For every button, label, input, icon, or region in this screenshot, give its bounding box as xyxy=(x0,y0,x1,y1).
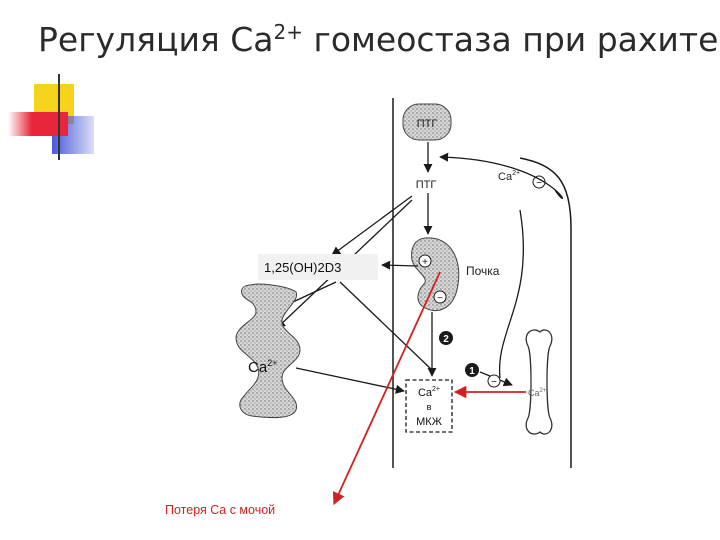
kidney-minus-sign: − xyxy=(437,293,443,304)
step-1-label: 1 xyxy=(469,366,475,377)
feedback-minus-sign: − xyxy=(536,178,542,189)
pth-to-vitamin-arrow xyxy=(331,195,413,256)
title-main: Регуляция Ca xyxy=(38,20,274,59)
vitamin-label: 1,25(OH)2D3 xyxy=(264,260,341,275)
bone-minus-circle xyxy=(487,374,501,388)
bone-ca-sup: 2+ xyxy=(540,388,547,394)
kidney-plus-sign: + xyxy=(422,257,428,268)
ecf-ca-text: Ca xyxy=(418,387,433,399)
pth-top-label: ПТГ xyxy=(417,118,438,130)
title-sup: 2+ xyxy=(273,20,304,44)
vessel-wall-right-top xyxy=(519,157,572,229)
ca-feedback-sup: 2+ xyxy=(512,170,520,177)
vitamin-label-bg xyxy=(258,254,378,280)
slide-title: Регуляция Ca2+ гомеостаза при рахите xyxy=(38,20,718,59)
kidney: + − xyxy=(411,237,460,311)
title-rest: гомеостаза при рахите xyxy=(303,20,719,59)
bone-ca-text: Ca xyxy=(528,388,540,398)
ca-feedback-label: Ca2+ − xyxy=(498,170,546,189)
ecf-ca-sup: 2+ xyxy=(432,386,440,393)
bone xyxy=(525,329,553,435)
vitamin-to-ecf-arrow xyxy=(339,281,433,371)
intestine-ca-sup: 2+ xyxy=(267,358,277,368)
urine-loss-red-arrow xyxy=(332,271,441,506)
ca-feedback-text: Ca xyxy=(498,171,513,183)
svg-text:Ca2+: Ca2+ xyxy=(248,358,277,376)
step-1-badge xyxy=(465,363,479,377)
kidney-to-vitamin-arrow xyxy=(381,260,419,270)
intestine: Ca2+ xyxy=(235,283,301,419)
parathyroid-gland: ПТГ xyxy=(402,103,452,141)
step-2-label: 2 xyxy=(443,334,449,345)
ecf-in-label: в xyxy=(427,402,432,412)
pth-mid-label: ПТГ xyxy=(416,179,437,191)
bone-minus-sign: − xyxy=(491,377,497,388)
svg-text:Ca2+: Ca2+ xyxy=(528,388,547,398)
step-2-badge xyxy=(439,331,453,345)
urine-loss-label: Потеря Ca с мочой xyxy=(165,503,275,517)
feedback-return-curve xyxy=(498,209,525,379)
kidney-minus-circle xyxy=(433,290,447,304)
svg-text:Ca2+: Ca2+ xyxy=(498,170,520,183)
intestine-ca-text: Ca xyxy=(248,359,268,376)
feedback-arrow xyxy=(439,152,563,200)
svg-text:Ca2+: Ca2+ xyxy=(418,386,440,399)
kidney-plus-circle xyxy=(418,254,432,268)
ecf-label: МКЖ xyxy=(416,416,442,428)
ecf-box: Ca2+ в МКЖ xyxy=(405,379,453,433)
intestine-to-ecf-arrow xyxy=(295,367,405,394)
kidney-label: Почка xyxy=(466,264,500,278)
